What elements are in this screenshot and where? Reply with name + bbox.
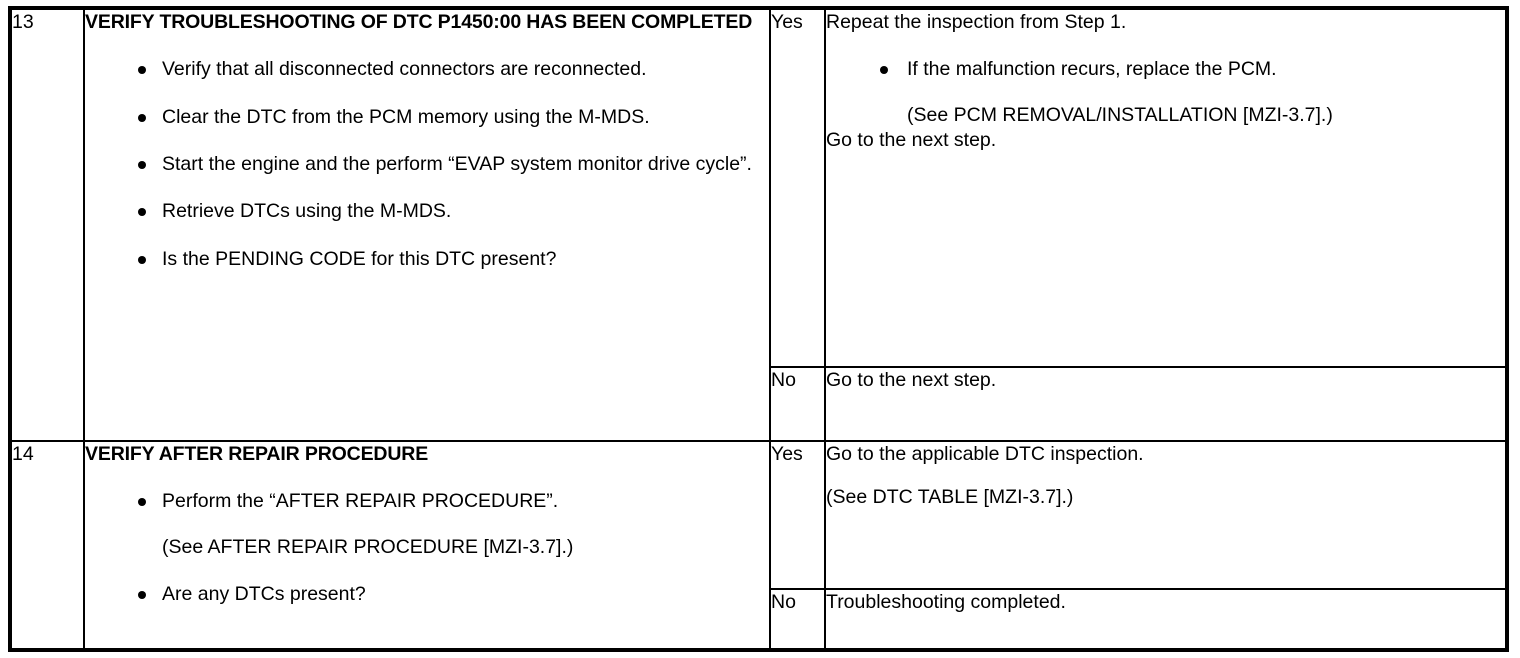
bullet-icon	[138, 255, 146, 264]
table-row: No Troubleshooting completed.	[10, 588, 1508, 651]
step-number-cell-13: 13	[9, 7, 85, 442]
bullet-icon	[138, 161, 146, 170]
bullet-icon	[880, 66, 888, 75]
list-item-label: Retrieve DTCs using the M-MDS.	[162, 200, 452, 223]
list-item: Are any DTCs present?	[85, 582, 769, 607]
result-cell-no-13: Go to the next step.	[824, 366, 1508, 442]
result-reference-14: (See DTC TABLE [MZI-3.7].)	[826, 486, 1074, 509]
bullet-icon	[138, 113, 146, 122]
list-item: Is the PENDING CODE for this DTC present…	[85, 247, 769, 272]
action-title-13: VERIFY TROUBLESHOOTING OF DTC P1450:00 H…	[85, 11, 753, 33]
answer-label-yes-13: Yes	[769, 7, 826, 368]
list-item-label: Verify that all disconnected connectors …	[162, 58, 647, 81]
action-bullet-list-14b: Are any DTCs present?	[85, 582, 769, 607]
result-cell-yes-13: Repeat the inspection from Step 1. If th…	[824, 7, 1508, 368]
list-item-label: If the malfunction recurs, replace the P…	[907, 58, 1277, 81]
answer-label-no-13: No	[769, 366, 826, 442]
list-item-label: Perform the “AFTER REPAIR PROCEDURE”.	[162, 490, 559, 513]
answer-label-no-14: No	[769, 588, 826, 651]
result-cell-yes-14: Go to the applicable DTC inspection. (Se…	[824, 440, 1508, 590]
dtc-troubleshooting-table: 13 VERIFY TROUBLESHOOTING OF DTC P1450:0…	[8, 6, 1509, 652]
action-title-14: VERIFY AFTER REPAIR PROCEDURE	[85, 443, 429, 465]
list-item: Clear the DTC from the PCM memory using …	[85, 105, 769, 130]
action-cell-13: VERIFY TROUBLESHOOTING OF DTC P1450:00 H…	[83, 7, 771, 442]
list-item-label: Is the PENDING CODE for this DTC present…	[162, 247, 557, 270]
bullet-icon	[138, 208, 146, 217]
table-row: 13 VERIFY TROUBLESHOOTING OF DTC P1450:0…	[9, 7, 1508, 442]
action-bullet-list-13: Verify that all disconnected connectors …	[85, 57, 769, 272]
action-cell-14: VERIFY AFTER REPAIR PROCEDURE Perform th…	[83, 440, 771, 651]
list-item-label: Clear the DTC from the PCM memory using …	[162, 105, 650, 128]
step-number-cell-14: 14	[9, 440, 85, 651]
bullet-icon	[138, 591, 146, 600]
action-reference-14: (See AFTER REPAIR PROCEDURE [MZI-3.7].)	[162, 535, 574, 558]
table-row: No Go to the next step.	[10, 366, 1508, 442]
result-lead-14: Go to the applicable DTC inspection.	[826, 443, 1144, 465]
result-reference-13: (See PCM REMOVAL/INSTALLATION [MZI-3.7].…	[907, 103, 1333, 126]
list-item: If the malfunction recurs, replace the P…	[826, 57, 1505, 82]
list-item: Verify that all disconnected connectors …	[85, 57, 769, 82]
action-bullet-list-14: Perform the “AFTER REPAIR PROCEDURE”.	[85, 489, 769, 514]
bullet-icon	[138, 498, 146, 507]
list-item: Retrieve DTCs using the M-MDS.	[85, 199, 769, 224]
result-bullet-list-13: If the malfunction recurs, replace the P…	[826, 57, 1505, 82]
result-no-text-14: Troubleshooting completed.	[826, 591, 1066, 613]
answer-label-yes-14: Yes	[769, 440, 826, 590]
list-item-label: Are any DTCs present?	[162, 583, 366, 606]
result-cell-no-14: Troubleshooting completed.	[824, 588, 1508, 651]
result-trailer-13: Go to the next step.	[826, 129, 997, 152]
list-item-label: Start the engine and the perform “EVAP s…	[162, 153, 752, 176]
result-no-text-13: Go to the next step.	[826, 369, 997, 391]
result-lead-13: Repeat the inspection from Step 1.	[826, 11, 1127, 33]
list-item: Start the engine and the perform “EVAP s…	[85, 152, 769, 177]
list-item: Perform the “AFTER REPAIR PROCEDURE”.	[85, 489, 769, 514]
bullet-icon	[138, 66, 146, 75]
table-row: 14 VERIFY AFTER REPAIR PROCEDURE Perform…	[9, 440, 1508, 651]
